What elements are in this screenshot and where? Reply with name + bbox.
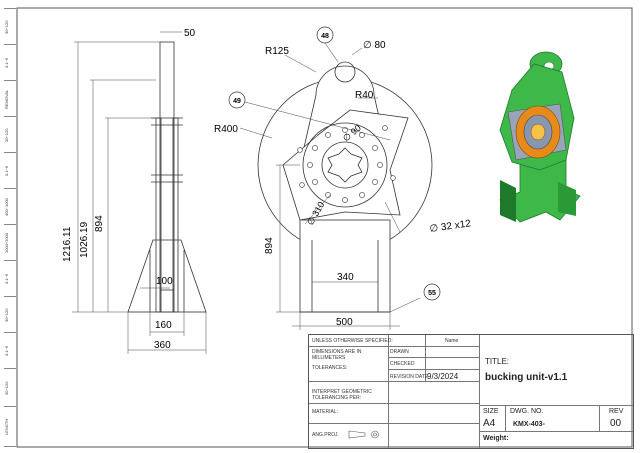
interpret-line-2: TOLERANCING PER: [312,395,362,401]
title-label: TITLE: [485,357,510,366]
dim-front-r400: R400 [214,124,238,135]
dim-side-894: 894 [94,215,105,232]
bolt-circle [297,125,396,203]
revision-sidebar: 30~120 0.1~6 REMOVAL 30~120 0.1~6 400~10… [4,8,16,447]
dims-note-line-2: MILLIMETERS [312,355,346,361]
front-view-dimensions [239,47,421,330]
size-label: SIZE [483,408,499,415]
svg-text:48: 48 [321,33,329,40]
side-view-dimensions [72,31,207,354]
front-view [257,61,433,313]
dim-side-1216: 1216.11 [62,226,73,262]
revision-date-label: REVISION DATE [390,374,429,380]
ang-proj-label: ANG.PROJ. [312,432,339,438]
svg-text:55: 55 [428,290,436,297]
dim-side-100: 100 [156,276,173,287]
drawing-title: bucking unit-v1.1 [485,372,568,383]
projection-symbol-icon [348,430,379,439]
interpret-line-1: INTERPRET GEOMETRIC [312,389,372,395]
dim-front-r125: R125 [265,46,289,57]
dim-front-d80: ∅ 80 [363,40,386,51]
dim-side-360: 360 [154,340,171,351]
revision-date-value: 9/3/2024 [427,372,459,381]
tolerances-label: TOLERANCES: [312,365,348,371]
balloon-55: 55 [423,283,441,301]
side-view [127,41,207,313]
sheet-border [16,7,633,448]
material-label: MATERIAL: [312,409,339,415]
dim-side-1026: 1026.19 [79,221,90,258]
balloon-49: 49 [228,91,246,109]
isometric-model [499,51,581,223]
svg-text:49: 49 [233,98,241,105]
dim-front-d32x12: ∅ 32 x12 [429,218,472,235]
dims-note-line-1: DIMENSIONS ARE IN [312,349,362,355]
name-column-header: Name [445,338,459,344]
drawn-label: DRAWN [390,349,409,355]
dwg-no-label: DWG. NO. [510,408,544,415]
dim-side-160: 160 [155,320,172,331]
size-value: A4 [483,418,496,429]
unless-specified-label: UNLESS OTHERWISE SPECIFIED: [312,338,393,344]
weight-label: Weight: [483,435,509,442]
dim-front-500: 500 [336,317,353,328]
dim-front-r40: R40 [355,90,374,101]
rev-label: REV [609,408,624,415]
rev-value: 00 [610,418,622,429]
dim-front-340: 340 [337,272,354,283]
dim-side-50: 50 [184,28,196,39]
balloon-48: 48 [316,26,339,63]
dwg-no-value: KMX-403- [513,421,545,428]
title-block: UNLESS OTHERWISE SPECIFIED: Name DIMENSI… [308,334,634,449]
dim-front-894: 894 [264,237,275,254]
checked-label: CHECKED [390,361,415,367]
